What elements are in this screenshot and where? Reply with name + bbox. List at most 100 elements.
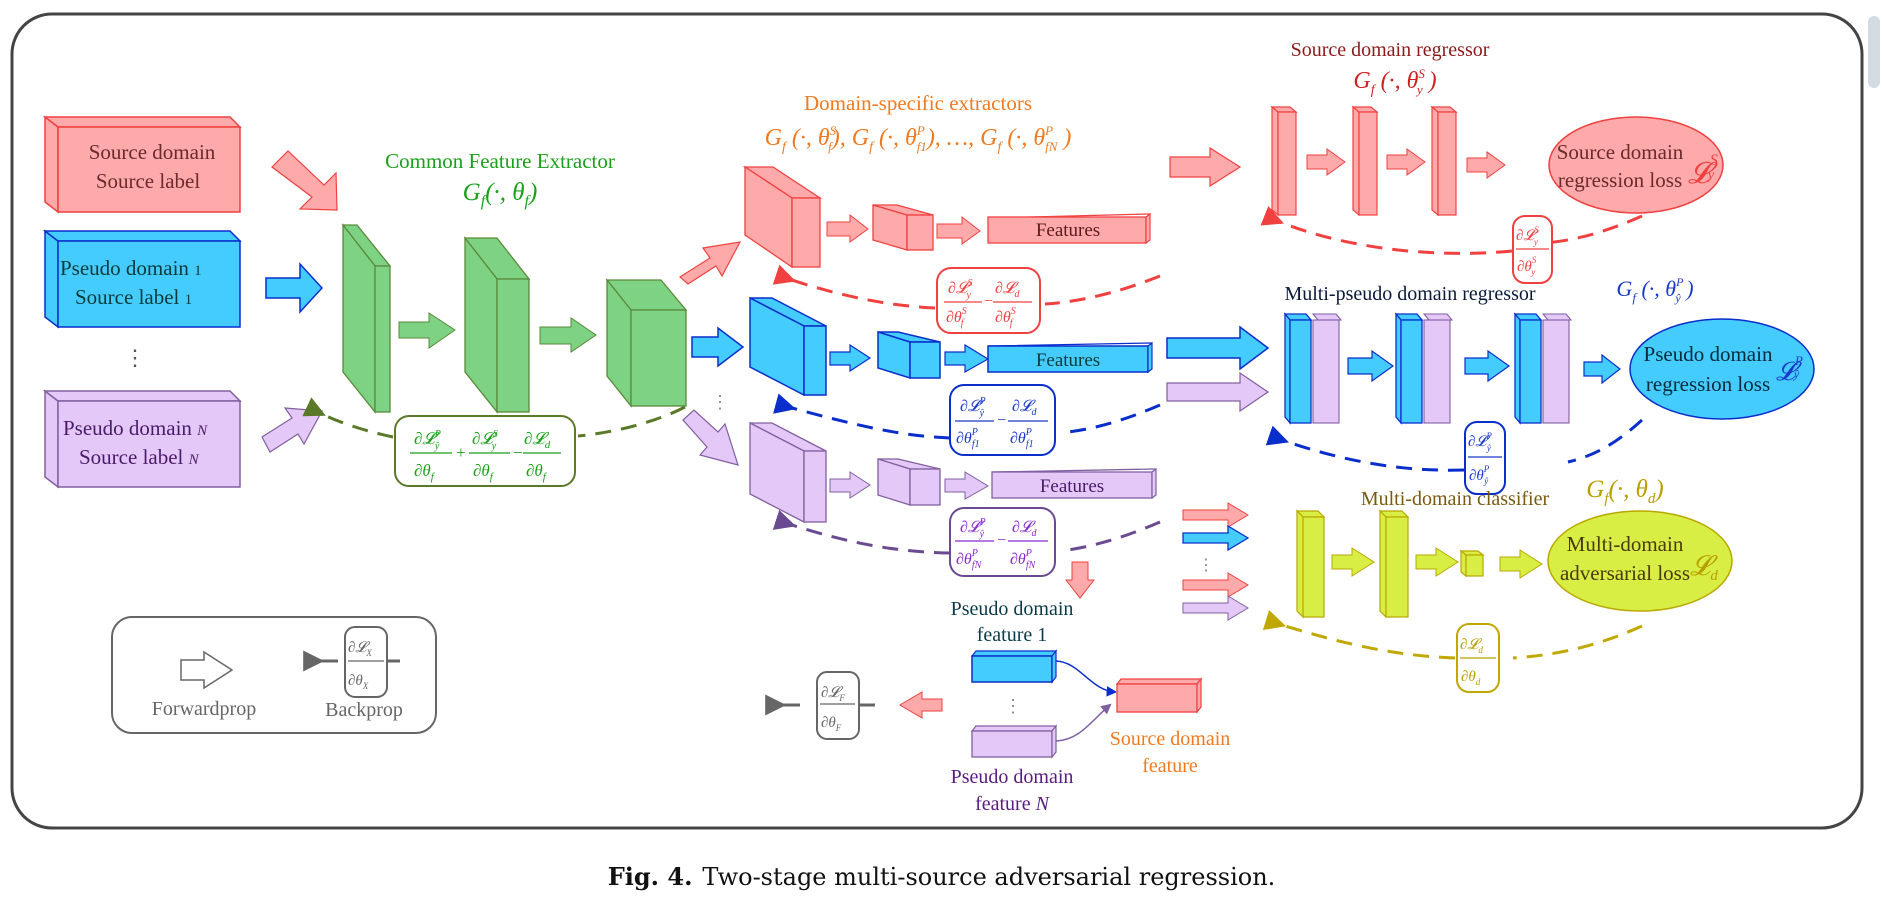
source-regressor-layer-1 [1270, 105, 1298, 217]
align-ellipsis: ⋮ [1004, 696, 1022, 716]
classifier-layer-1 [1295, 509, 1326, 619]
arrow-down-to-alignment [1064, 561, 1096, 599]
arrow-source-regressor-1-2 [1306, 148, 1346, 176]
classifier-loss-ellipse: Multi-domain adversarial loss 𝓛d [1547, 510, 1733, 612]
legend-forward-label: Forwardprop [152, 698, 256, 720]
arrow-common-to-pseudo1-extractor [691, 326, 745, 368]
svg-text:∂𝓛d: ∂𝓛d [1012, 398, 1038, 418]
input-pseudo1-line1: Pseudo domain [60, 256, 189, 280]
pseudo-regressor-layer-2 [1394, 312, 1454, 425]
svg-text:Gf (·, θSy ): Gf (·, θSy ) [1353, 66, 1436, 98]
svg-text:∂θSf: ∂θSf [946, 306, 967, 329]
arrow-common-to-source-extractor [679, 241, 742, 285]
arrow-pseudoN-extractor-1-2 [829, 471, 871, 499]
arrow-classifier-input-pseudoN [1182, 595, 1249, 621]
input-pseudoN-sub1: N [196, 423, 208, 439]
align-pseudoN-label-var: N [1035, 793, 1051, 815]
arrow-source-features-to-regressor [1169, 146, 1242, 188]
input-ellipsis: ⋮ [124, 345, 146, 370]
svg-text:∂θSy: ∂θSy [1517, 255, 1537, 277]
pseudoN-features-label: Features [1040, 476, 1104, 497]
pseudo1-extractor-layer-2 [877, 330, 941, 380]
align-source-label-line2: feature [1142, 755, 1198, 777]
svg-text:−: − [983, 293, 994, 310]
classifier-layer-3 [1459, 549, 1485, 578]
align-connector-pseudo1 [1055, 660, 1118, 697]
alignment-backprop: ∂𝓛F ∂θF [765, 671, 875, 740]
source-regressor-backprop-line [1280, 216, 1643, 255]
figure-frame [10, 12, 1864, 830]
classifier-layer-2 [1378, 509, 1410, 619]
source-loss-line2: regression loss [1558, 168, 1682, 192]
source-extractor-layer-2 [872, 204, 934, 251]
classifier-math: Gf(·, θd) [1586, 476, 1663, 507]
arrow-pseudoN-extractor-2-feat [944, 471, 989, 500]
arrow-common-to-pseudoN-extractor [682, 409, 739, 466]
pseudo-regressor-layer-3 [1513, 312, 1573, 425]
svg-text:∂𝓛Pŷ: ∂𝓛Pŷ [960, 396, 986, 419]
arrow-pseudo-regressor-to-loss [1583, 353, 1621, 385]
pseudoN-extractor-layer-1 [749, 421, 827, 524]
svg-text:∂𝓛d: ∂𝓛d [995, 280, 1021, 300]
pseudoN-extractor-backprop-line [792, 522, 1161, 555]
align-pseudo1-label-line1: Pseudo domain [951, 598, 1074, 620]
input-pseudo1-sub1: 1 [194, 263, 202, 279]
common-gradient-box [394, 415, 576, 487]
input-source-box: Source domain Source label [42, 115, 242, 214]
svg-text:−: − [512, 443, 523, 462]
svg-text:∂𝓛Pŷ: ∂𝓛Pŷ [414, 429, 441, 452]
common-layer-1 [341, 223, 392, 414]
input-pseudoN-line2: Source label [79, 445, 184, 469]
input-pseudo1-box: Pseudo domain 1 Source label 1 [42, 229, 242, 329]
arrow-classifier-2-3 [1415, 547, 1459, 577]
pseudo-regressor-gradient-box [1464, 421, 1506, 495]
svg-text:∂𝓛d: ∂𝓛d [1460, 637, 1483, 655]
svg-text:∂𝓛Sy: ∂𝓛Sy [948, 278, 973, 301]
svg-text:∂𝓛X: ∂𝓛X [348, 640, 372, 658]
common-extractor-math: Gf(·, θf) [463, 179, 538, 210]
arrow-pseudo1-features-to-regressor [1166, 325, 1270, 371]
classifier-title: Multi-domain classifier [1361, 488, 1550, 510]
input-pseudo1-sub2: 1 [185, 292, 193, 308]
arrow-common-1-2 [398, 312, 456, 349]
classifier-loss-line2: adversarial loss [1560, 561, 1690, 585]
legend-backward-label: Backprop [325, 699, 403, 721]
arrow-source-extractor-2-feat [936, 215, 981, 245]
svg-text:Source label N: Source label N [79, 445, 200, 469]
arrow-alignment-left [899, 691, 943, 719]
svg-text:∂𝓛F: ∂𝓛F [821, 685, 845, 703]
svg-text:∂θf: ∂θf [414, 461, 436, 483]
input-source-line1: Source domain [89, 140, 216, 164]
arrow-source-regressor-to-loss [1466, 151, 1506, 179]
svg-text:Source label 1: Source label 1 [75, 285, 192, 309]
svg-text:∂𝓛d: ∂𝓛d [1012, 519, 1038, 539]
arrow-source-extractor-1-2 [826, 213, 869, 243]
svg-text:Pseudo domain 1: Pseudo domain 1 [60, 256, 202, 280]
arrow-common-2-3 [539, 317, 597, 353]
align-pseudo1-label-line2: feature 1 [977, 624, 1048, 646]
figure-caption-text: Two-stage multi-source adversarial regre… [702, 863, 1276, 891]
svg-text:Gf(·, θf): Gf(·, θf) [463, 179, 538, 210]
source-features-label: Features [1036, 220, 1100, 241]
pseudoN-features-bar: Features [991, 467, 1157, 500]
scrollbar-thumb[interactable] [1868, 16, 1880, 88]
align-connector-pseudoN [1055, 703, 1112, 742]
arrow-classifier-input-source [1182, 502, 1249, 528]
source-regressor-title: Source domain regressor [1291, 39, 1490, 61]
svg-text:Gf(·, θd): Gf(·, θd) [1586, 476, 1663, 507]
classifier-backprop-line [1282, 625, 1643, 660]
input-pseudo1-line2: Source label [75, 285, 180, 309]
arrow-classifier-input-source-2 [1182, 572, 1249, 598]
arrow-classifier-input-pseudo1 [1182, 524, 1250, 552]
common-extractor-title: Common Feature Extractor [385, 149, 615, 173]
